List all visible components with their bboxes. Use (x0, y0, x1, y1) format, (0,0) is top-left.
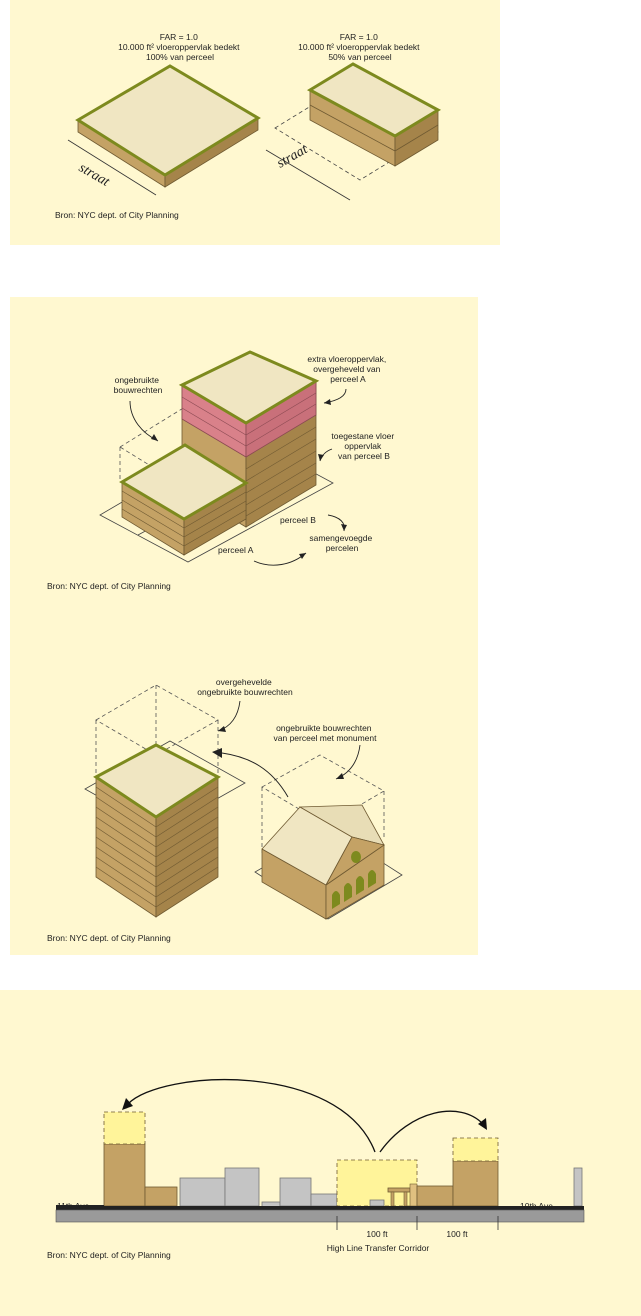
transfer-arrow-right (379, 1110, 484, 1153)
high-line-unused-volume (336, 1159, 418, 1207)
source-label-2: Bron: NYC dept. of City Planning (47, 581, 171, 591)
distance-label-2: 100 ft (446, 1229, 468, 1239)
monument-rights-label: ongebruikte bouwrechten van perceel met … (274, 723, 378, 743)
corridor-label: High Line Transfer Corridor (327, 1243, 430, 1253)
transferred-volume-left (103, 1111, 146, 1145)
lot-b-label: perceel B (280, 515, 316, 525)
ave-11-label: 11th Ave (57, 1201, 90, 1211)
transfer-arrow-left (127, 1078, 376, 1153)
receiving-building-left (103, 1143, 146, 1207)
receiving-building-right (452, 1160, 499, 1207)
transfer-rights-diagram: ongebruikte bouwrechten extra vloeropper… (47, 350, 403, 943)
transferred-rights-label: overgehevelde ongebruikte bouwrechten (197, 677, 293, 697)
unused-rights-label: ongebruikte bouwrechten (114, 375, 163, 395)
high-line-viaduct (387, 1187, 411, 1193)
transferred-volume-right (452, 1137, 499, 1162)
street-label-right: straat (275, 142, 312, 172)
lot-a-label: perceel A (218, 545, 254, 555)
panel-high-line-section: 11th Ave 10th Ave 100 ft 100 ft High Lin… (0, 990, 641, 1316)
ave-10-label: 10th Ave (520, 1201, 553, 1211)
panel-transfer-rights: ongebruikte bouwrechten extra vloeropper… (10, 297, 478, 955)
panel-far-comparison: FAR = 1.0 10.000 ft² vloeroppervlak bede… (10, 0, 500, 245)
allowed-floor-label: toegestane vloer oppervlak van perceel B (331, 431, 396, 461)
left-far-label: FAR = 1.0 10.000 ft² vloeroppervlak bede… (118, 32, 242, 62)
block-full-coverage (75, 64, 261, 188)
extra-floor-label: extra vloeroppervlak, overgeheveld van p… (307, 354, 388, 384)
merged-lots-building (99, 350, 334, 563)
block-half-coverage (274, 62, 442, 181)
right-far-label: FAR = 1.0 10.000 ft² vloeroppervlak bede… (298, 32, 422, 62)
source-label-3: Bron: NYC dept. of City Planning (47, 933, 171, 943)
source-label-4: Bron: NYC dept. of City Planning (47, 1250, 171, 1260)
landmark-building (254, 754, 403, 920)
high-line-section-diagram: 11th Ave 10th Ave 100 ft 100 ft High Lin… (47, 1078, 585, 1260)
street-line (56, 1206, 584, 1210)
merged-lots-label: samengevoegde percelen (309, 533, 374, 553)
source-label: Bron: NYC dept. of City Planning (55, 210, 179, 220)
far-comparison-diagram: FAR = 1.0 10.000 ft² vloeroppervlak bede… (55, 32, 442, 220)
tower-with-transferred-rights (84, 684, 246, 918)
distance-label-1: 100 ft (366, 1229, 388, 1239)
